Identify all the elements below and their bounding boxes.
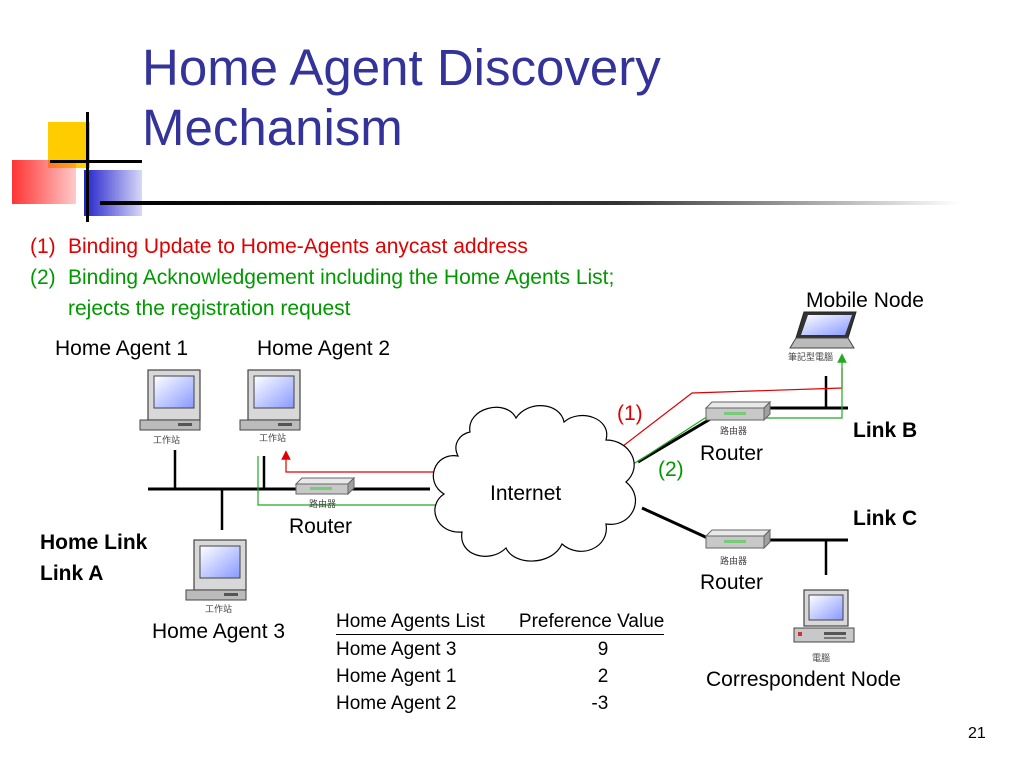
link-c-label: Link C [853, 507, 918, 530]
column-header: Home Agents List [336, 611, 485, 635]
title-underline [100, 201, 960, 205]
router-link-c-icon [704, 528, 772, 550]
table-cell: Home Agent 1 [336, 665, 457, 687]
bullet-binding-ack: (2) Binding Acknowledgement including th… [30, 262, 614, 293]
router-home-caption: 路由器 [309, 499, 337, 509]
home-agent-1-label: Home Agent 1 [55, 337, 189, 360]
slide-title: Home Agent Discovery Mechanism [142, 38, 661, 158]
column-header: Preference Value [484, 611, 665, 635]
bullet-text: Binding Update to Home-Agents anycast ad… [68, 235, 528, 258]
table-row: Home Agent 2 -3 [336, 689, 664, 716]
home-agent-3-label: Home Agent 3 [152, 620, 286, 643]
slide-title-line1: Home Agent Discovery [142, 39, 661, 96]
workstation-ha3-icon [185, 539, 247, 601]
ha1-caption: 工作站 [153, 435, 181, 445]
laptop-icon [789, 311, 857, 349]
table-cell: Home Agent 2 [336, 692, 457, 714]
table-cell: 2 [597, 665, 609, 687]
step2-marker: (2) [658, 458, 684, 481]
slide-title-line2: Mechanism [142, 99, 403, 156]
step1-marker: (1) [617, 402, 643, 425]
bullet-number: (1) [30, 235, 56, 258]
desktop-pc-icon [793, 589, 855, 643]
link-a-label: Link A [40, 562, 104, 585]
decor-vertical-line [86, 112, 89, 222]
table-cell: 9 [597, 638, 609, 660]
decor-squares [12, 112, 142, 222]
bullet-binding-ack-cont: rejects the registration request [30, 293, 614, 324]
internet-label: Internet [490, 482, 562, 505]
home-link-wiring [148, 450, 430, 530]
bullet-number: (2) [30, 266, 56, 289]
router-home-label: Router [289, 515, 353, 538]
decor-blue-square [84, 170, 142, 216]
correspondent-node-label: Correspondent Node [706, 668, 901, 691]
home-agents-table: Home Agents List Preference Value Home A… [336, 611, 665, 716]
router-b-caption: 路由器 [720, 426, 748, 436]
table-cell: Home Agent 3 [336, 638, 457, 660]
router-c-caption: 路由器 [720, 556, 748, 566]
decor-horizontal-line [50, 160, 142, 163]
router-home-icon [294, 476, 356, 496]
table-row: Home Agent 3 9 [336, 635, 664, 663]
mobile-node-caption: 筆記型電腦 [788, 352, 834, 362]
correspondent-caption: 電腦 [812, 653, 831, 663]
router-b-label: Router [700, 442, 764, 465]
internet-cloud-icon [432, 405, 637, 562]
bullet-binding-update: (1) Binding Update to Home-Agents anycas… [30, 231, 614, 262]
ha3-caption: 工作站 [205, 604, 233, 614]
table-row: Home Agent 1 2 [336, 662, 664, 689]
table-header-row: Home Agents List Preference Value [336, 611, 665, 635]
link-b-label: Link B [853, 419, 918, 442]
link-b-wiring [637, 376, 848, 464]
mobile-node-label: Mobile Node [806, 289, 924, 312]
link-c-wiring [641, 506, 848, 575]
home-link-label: Home Link [40, 531, 148, 554]
page-number: 21 [968, 725, 986, 742]
ha2-caption: 工作站 [259, 433, 287, 443]
workstation-ha1-icon [139, 369, 201, 431]
bullet-text: Binding Acknowledgement including the Ho… [68, 266, 615, 289]
table-cell: -3 [591, 692, 609, 714]
workstation-ha2-icon [239, 369, 301, 431]
home-agent-2-label: Home Agent 2 [257, 337, 391, 360]
decor-red-square [12, 160, 76, 204]
bullet-list: (1) Binding Update to Home-Agents anycas… [30, 231, 614, 324]
router-c-label: Router [700, 571, 764, 594]
bullet-text: rejects the registration request [68, 297, 351, 320]
router-link-b-icon [704, 400, 772, 422]
